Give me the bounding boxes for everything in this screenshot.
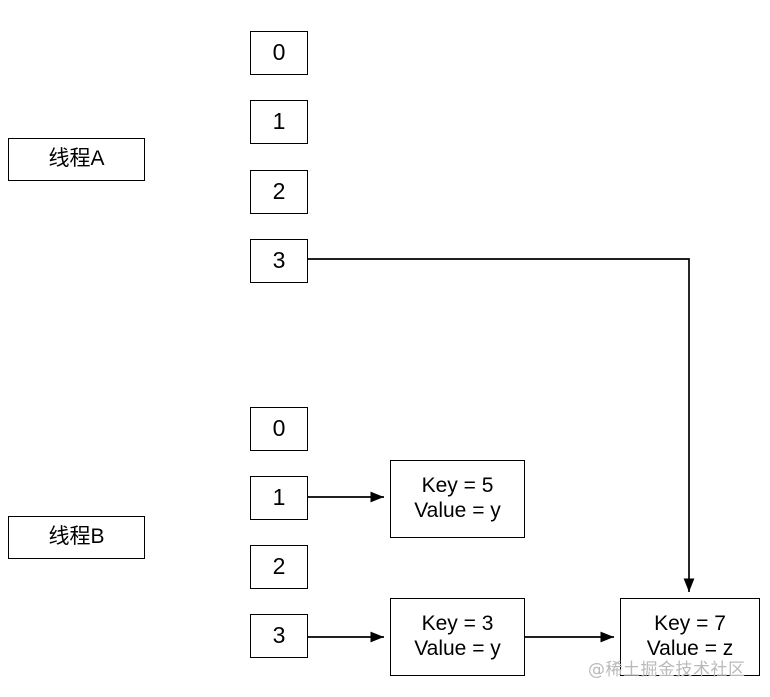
threadA-bucket-3: 3 [250,239,308,283]
entry-node-key5-key: Key = 5 [421,474,494,498]
threadB-bucket-1: 1 [250,476,308,520]
edge-threadA-bucket3-to-node-key7 [308,258,695,592]
entry-node-key5-value: Value = y [414,499,501,522]
threadA-bucket-1: 1 [250,100,308,144]
threadB-bucket-0: 0 [250,407,308,451]
entry-node-key7-key: Key = 7 [654,612,726,636]
thread-label-a: 线程A [8,138,145,181]
threadA-bucket-0: 0 [250,31,308,75]
thread-label-b: 线程B [8,516,145,559]
threadB-bucket-3: 3 [250,614,308,658]
entry-node-key5: Key = 5 Value = y [390,460,525,538]
threadA-bucket-2: 2 [250,170,308,214]
watermark: @稀土掘金技术社区 [588,660,746,680]
entry-node-key7: Key = 7 Value = z [620,598,760,676]
entry-node-key3-value: Value = y [414,637,501,660]
threadB-bucket-2: 2 [250,545,308,589]
entry-node-key3-key: Key = 3 [421,612,494,636]
entry-node-key3: Key = 3 Value = y [390,598,525,676]
entry-node-key7-value: Value = z [646,637,734,660]
